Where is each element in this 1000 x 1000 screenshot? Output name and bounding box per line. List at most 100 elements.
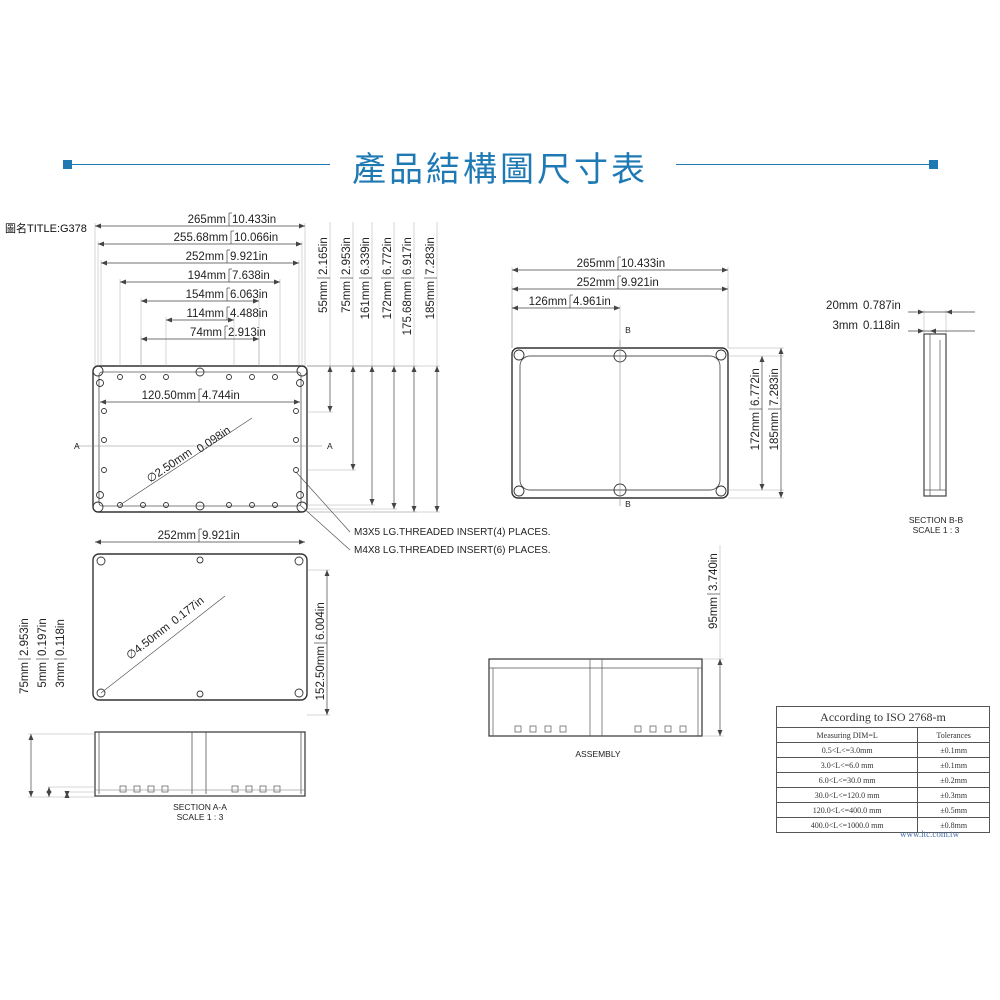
arrowhead [434, 506, 440, 512]
insert-hole [101, 467, 107, 473]
arrowhead [98, 241, 104, 247]
arrowhead [391, 366, 397, 372]
insert-hole [249, 502, 255, 508]
insert-post [514, 725, 522, 733]
dimension-mm: 55mm [318, 281, 330, 313]
arrowhead [101, 260, 107, 266]
insert-post [259, 785, 267, 793]
arrowhead [296, 241, 302, 247]
dimension-mm: 20mm [826, 300, 858, 312]
arrowhead [512, 267, 518, 273]
table-row: 3.0<L<=6.0 mm±0.1mm [775, 757, 990, 773]
arrowhead [411, 506, 417, 512]
top-view-inner-wall [98, 371, 302, 507]
website-link[interactable]: www.ltc.com.tw [900, 829, 960, 839]
insert-note: M3X5 LG.THREADED INSERT(4) PLACES. [354, 527, 551, 538]
dimension-in: 0.197in [37, 618, 49, 656]
arrowhead [64, 791, 70, 797]
mount-hole [96, 688, 106, 698]
header-square-left [63, 160, 72, 169]
dimension-in: 6.063in [230, 289, 268, 301]
dimension-in: 0.787in [863, 300, 901, 312]
insert-post [559, 725, 567, 733]
dimension-mm: 120.50mm [142, 390, 196, 402]
range-cell: 120.0<L<=400.0 mm [775, 802, 919, 818]
dimension-mm: 114mm [187, 308, 225, 320]
dimension-in: 0.118in [863, 320, 900, 332]
arrowhead [350, 464, 356, 470]
section-label: SECTION B-B [909, 515, 964, 525]
table-row: 120.0<L<=400.0 mm±0.5mm [775, 802, 990, 818]
dimension-in: 4.744in [202, 390, 240, 402]
header-rule-left [68, 164, 330, 165]
arrowhead [274, 279, 280, 285]
dimension-in: 9.921in [230, 251, 268, 263]
tolerance-cell: ±0.8mm [917, 817, 990, 833]
arrowhead [722, 267, 728, 273]
arrowhead [95, 539, 101, 545]
table-row: 30.0<L<=120.0 mm±0.3mm [775, 787, 990, 803]
dimension-in: 2.165in [318, 237, 330, 275]
arrowhead [759, 484, 765, 490]
table-row: 6.0<L<=30.0 mm±0.2mm [775, 772, 990, 788]
dimension-in: 6.917in [402, 237, 414, 275]
arrowhead [253, 336, 259, 342]
arrowhead [46, 791, 52, 797]
insert-hole [226, 374, 232, 380]
dimension-in: 0.118in [55, 619, 67, 656]
insert-hole [117, 502, 123, 508]
arrowhead [930, 328, 936, 334]
dimension-in: 2.953in [341, 237, 353, 275]
section-scale: SCALE 1 : 3 [913, 525, 960, 535]
arrowhead [717, 659, 723, 665]
section-mark: B [625, 499, 631, 509]
arrowhead [324, 709, 330, 715]
lid-corner-hole [715, 485, 727, 497]
top-view-outline [92, 365, 308, 513]
arrowhead [324, 570, 330, 576]
arrowhead [299, 223, 305, 229]
tolerance-header: Tolerances [917, 727, 990, 743]
section-mark: A [74, 441, 80, 451]
dimension-mm: 252mm [186, 251, 224, 263]
arrowhead [411, 366, 417, 372]
dimension-mm: 172mm [382, 281, 394, 319]
center-mark [196, 690, 204, 698]
leader-line [100, 595, 226, 694]
range-cell: 3.0<L<=6.0 mm [775, 757, 919, 773]
arrowhead [369, 499, 375, 505]
arrowhead [141, 336, 147, 342]
dimension-in: 4.488in [230, 308, 268, 320]
arrowhead [434, 366, 440, 372]
insert-hole [117, 374, 123, 380]
corner-insert [96, 379, 104, 387]
drawing-geometry [76, 333, 947, 797]
dimension-mm: 265mm [188, 214, 226, 226]
dimension-mm: 75mm [341, 281, 353, 313]
bottom-view-outline [92, 553, 308, 701]
insert-hole [140, 502, 146, 508]
mount-hole [294, 688, 304, 698]
dimension-mm: 152.50mm [315, 646, 327, 700]
leader-line [119, 417, 253, 506]
corner-boss [92, 501, 104, 513]
arrowhead [391, 503, 397, 509]
arrowhead [918, 309, 924, 315]
arrowhead [614, 305, 620, 311]
arrowhead [759, 356, 765, 362]
dimension-in: 9.921in [621, 277, 659, 289]
dimension-mm: 74mm [190, 327, 222, 339]
dimension-mm: ∅2.50mm [145, 447, 194, 486]
insert-hole [293, 437, 299, 443]
section-mark: A [327, 441, 333, 451]
page-title: 產品結構圖尺寸表 [352, 150, 648, 190]
dimension-in: 6.772in [750, 368, 762, 406]
dimension-mm: 3mm [55, 662, 67, 688]
insert-post [529, 725, 537, 733]
dimension-mm: 252mm [577, 277, 615, 289]
tolerance-table-title: According to ISO 2768-m [776, 706, 990, 728]
tolerance-table: According to ISO 2768-m Measuring DIM=L … [775, 706, 990, 833]
insert-post [649, 725, 657, 733]
range-cell: 6.0<L<=30.0 mm [775, 772, 919, 788]
dimension-in: 6.772in [382, 237, 394, 275]
